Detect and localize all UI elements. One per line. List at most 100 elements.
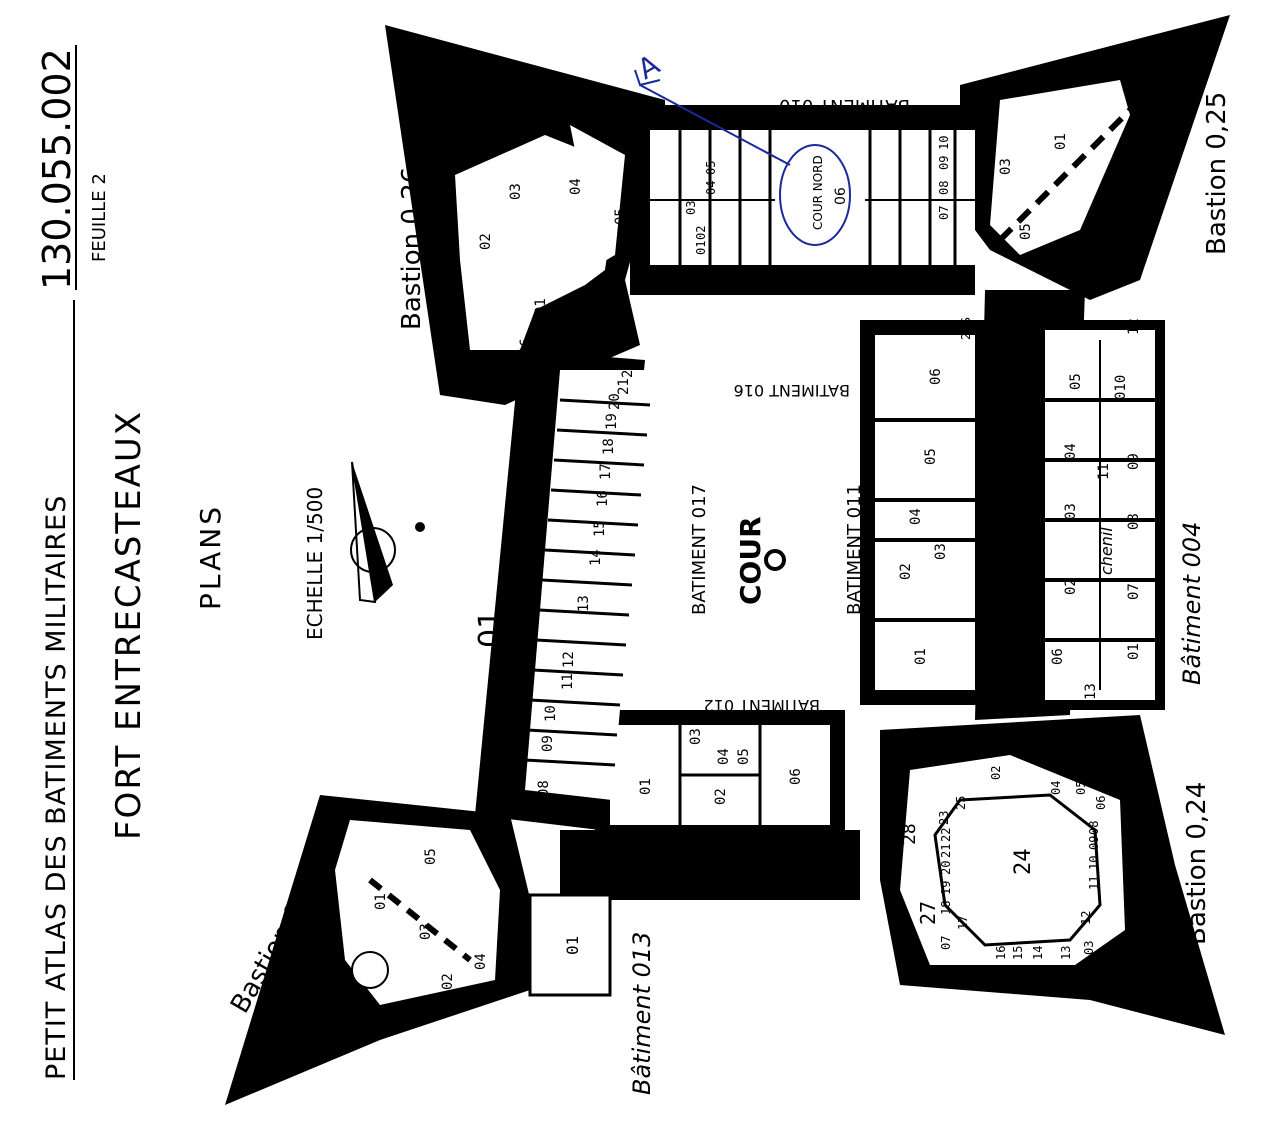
room-number: 04 <box>473 953 489 970</box>
room-number: 23 <box>937 811 951 825</box>
room-number: 04 <box>704 181 718 195</box>
room-number: 13 <box>1083 683 1099 700</box>
room-number: 11 <box>1087 876 1101 890</box>
bastion-025-label: Bastion 0,25 <box>1202 92 1232 255</box>
room-number: 04 <box>908 508 924 525</box>
room-number: 05 <box>736 748 752 765</box>
room-number: 02 <box>713 788 729 805</box>
north-court-number: 06 <box>833 187 849 205</box>
room-number: 02 <box>898 563 914 580</box>
room-number: 07 <box>937 206 951 220</box>
room-number: 22 <box>939 828 953 842</box>
sheet-number: FEUILLE 2 <box>89 173 110 262</box>
bastion-026-rooms: 01 02 03 04 05 06 <box>478 178 629 355</box>
annotation-mark: A <box>632 48 665 86</box>
room-number: 06 <box>928 368 944 385</box>
room-number: 05 <box>423 848 439 865</box>
room-number: 01 <box>563 936 582 955</box>
room-number: 05 <box>1068 373 1084 390</box>
room-number: 09 <box>540 735 556 752</box>
room-number: 03 <box>508 183 524 200</box>
room-number: 04 <box>1049 781 1063 795</box>
room-number: 01 <box>533 298 549 315</box>
room-number: 08 <box>1126 513 1142 530</box>
room-number: 13 <box>1059 946 1073 960</box>
fort-name: FORT ENTRECASTEAUX <box>109 410 149 840</box>
room-number: 01 <box>1053 133 1069 150</box>
room-number: 15 <box>592 520 608 537</box>
room-number: 03 <box>998 158 1014 175</box>
room-number: 02 <box>1063 578 1079 595</box>
bastion-023-rooms: 01 02 03 04 05 <box>373 848 489 990</box>
bastion-024-rooms: 01 02 03 04 05 06 07 08 09 10 11 12 13 1… <box>899 731 1108 960</box>
section-title: PLANS <box>194 504 227 610</box>
room-number: 09 <box>1126 453 1142 470</box>
bldg-012-partitions <box>678 725 762 825</box>
room-number: 17 <box>956 916 970 930</box>
room-number: 04 <box>568 178 584 195</box>
room-number: 03 <box>933 543 949 560</box>
room-number: 19 <box>939 881 953 895</box>
room-number: 11 <box>1096 463 1112 480</box>
room-number: 14 <box>588 549 604 566</box>
room-number: 25 <box>954 796 968 810</box>
bastion-025-rooms: 01 02 03 04 05 <box>998 133 1119 278</box>
room-number: 12 <box>1126 318 1142 335</box>
building-017-label: BATIMENT 017 <box>689 484 710 615</box>
room-number: 08 <box>536 780 552 797</box>
scale-label: ECHELLE 1/500 <box>303 487 327 640</box>
bldg-012-rooms: 01 02 03 04 05 06 <box>638 728 804 805</box>
bldg-004-rooms: 01 02 03 04 05 06 07 08 09 010 11 12 13 <box>1050 318 1142 700</box>
room-number: 08 <box>937 181 951 195</box>
room-number: 03 <box>418 923 434 940</box>
building-004-label: Bâtiment 004 <box>1178 522 1206 685</box>
bldg-013-rooms: 01 <box>563 936 582 955</box>
gateway-number: 01 <box>473 610 508 648</box>
north-arrow-icon <box>350 461 425 604</box>
room-number: 10 <box>937 136 951 150</box>
north-court-label: COUR NORD <box>811 155 825 230</box>
building-011-label: BATIMENT 011 <box>844 484 865 615</box>
bldg-010-rooms: 01 02 03 04 05 06 07 08 09 10 11 <box>684 116 951 290</box>
room-number: 06 <box>518 338 534 355</box>
room-number: 06 <box>1094 796 1108 810</box>
room-number: 05 <box>923 448 939 465</box>
room-number: 15 <box>1011 946 1025 960</box>
room-number: 24 <box>1011 849 1036 876</box>
west-curtain-rooms: 08 09 10 11 12 13 14 15 16 17 18 19 20 2… <box>536 361 636 797</box>
room-number: 01 <box>694 241 708 255</box>
room-number: 01 <box>373 893 389 910</box>
room-number: 20 <box>607 393 623 410</box>
room-number: 07 <box>1126 583 1142 600</box>
building-010-label: BATIMENT 010 <box>779 95 910 116</box>
room-number: 01 <box>913 648 929 665</box>
room-number: 03 <box>1063 503 1079 520</box>
room-number: 10 <box>543 705 559 722</box>
room-number: 19 <box>604 413 620 430</box>
room-number: 04 <box>716 748 732 765</box>
building-012-label: BATIMENT 012 <box>704 696 820 715</box>
room-number: 12 <box>1079 911 1093 925</box>
room-number: 08 <box>1087 821 1101 835</box>
header-block: PETIT ATLAS DES BATIMENTS MILITAIRES 130… <box>35 45 327 1080</box>
room-number: 26 <box>954 731 968 745</box>
room-number: 13 <box>576 595 592 612</box>
room-number: 14 <box>1031 946 1045 960</box>
room-number: 02 <box>1103 198 1119 215</box>
room-number: 21 <box>616 378 632 395</box>
room-number: 05 <box>1018 223 1034 240</box>
room-number: 02 <box>478 233 494 250</box>
room-number: 04 <box>1063 443 1079 460</box>
bastion-026-label: Bastion 0,26 <box>397 167 427 330</box>
room-number: 12 <box>561 651 577 668</box>
room-number: 06 <box>788 768 804 785</box>
bastion-024-octagon <box>933 793 1102 947</box>
room-number: 05 <box>1074 781 1088 795</box>
room-number: 02 <box>989 766 1003 780</box>
room-number: 07 <box>939 936 953 950</box>
courtyard-label: COUR <box>734 516 767 605</box>
atlas-title: PETIT ATLAS DES BATIMENTS MILITAIRES <box>41 495 72 1080</box>
room-number: 28 <box>899 823 920 845</box>
north-partitions <box>650 130 975 265</box>
room-number: 02 <box>440 973 456 990</box>
